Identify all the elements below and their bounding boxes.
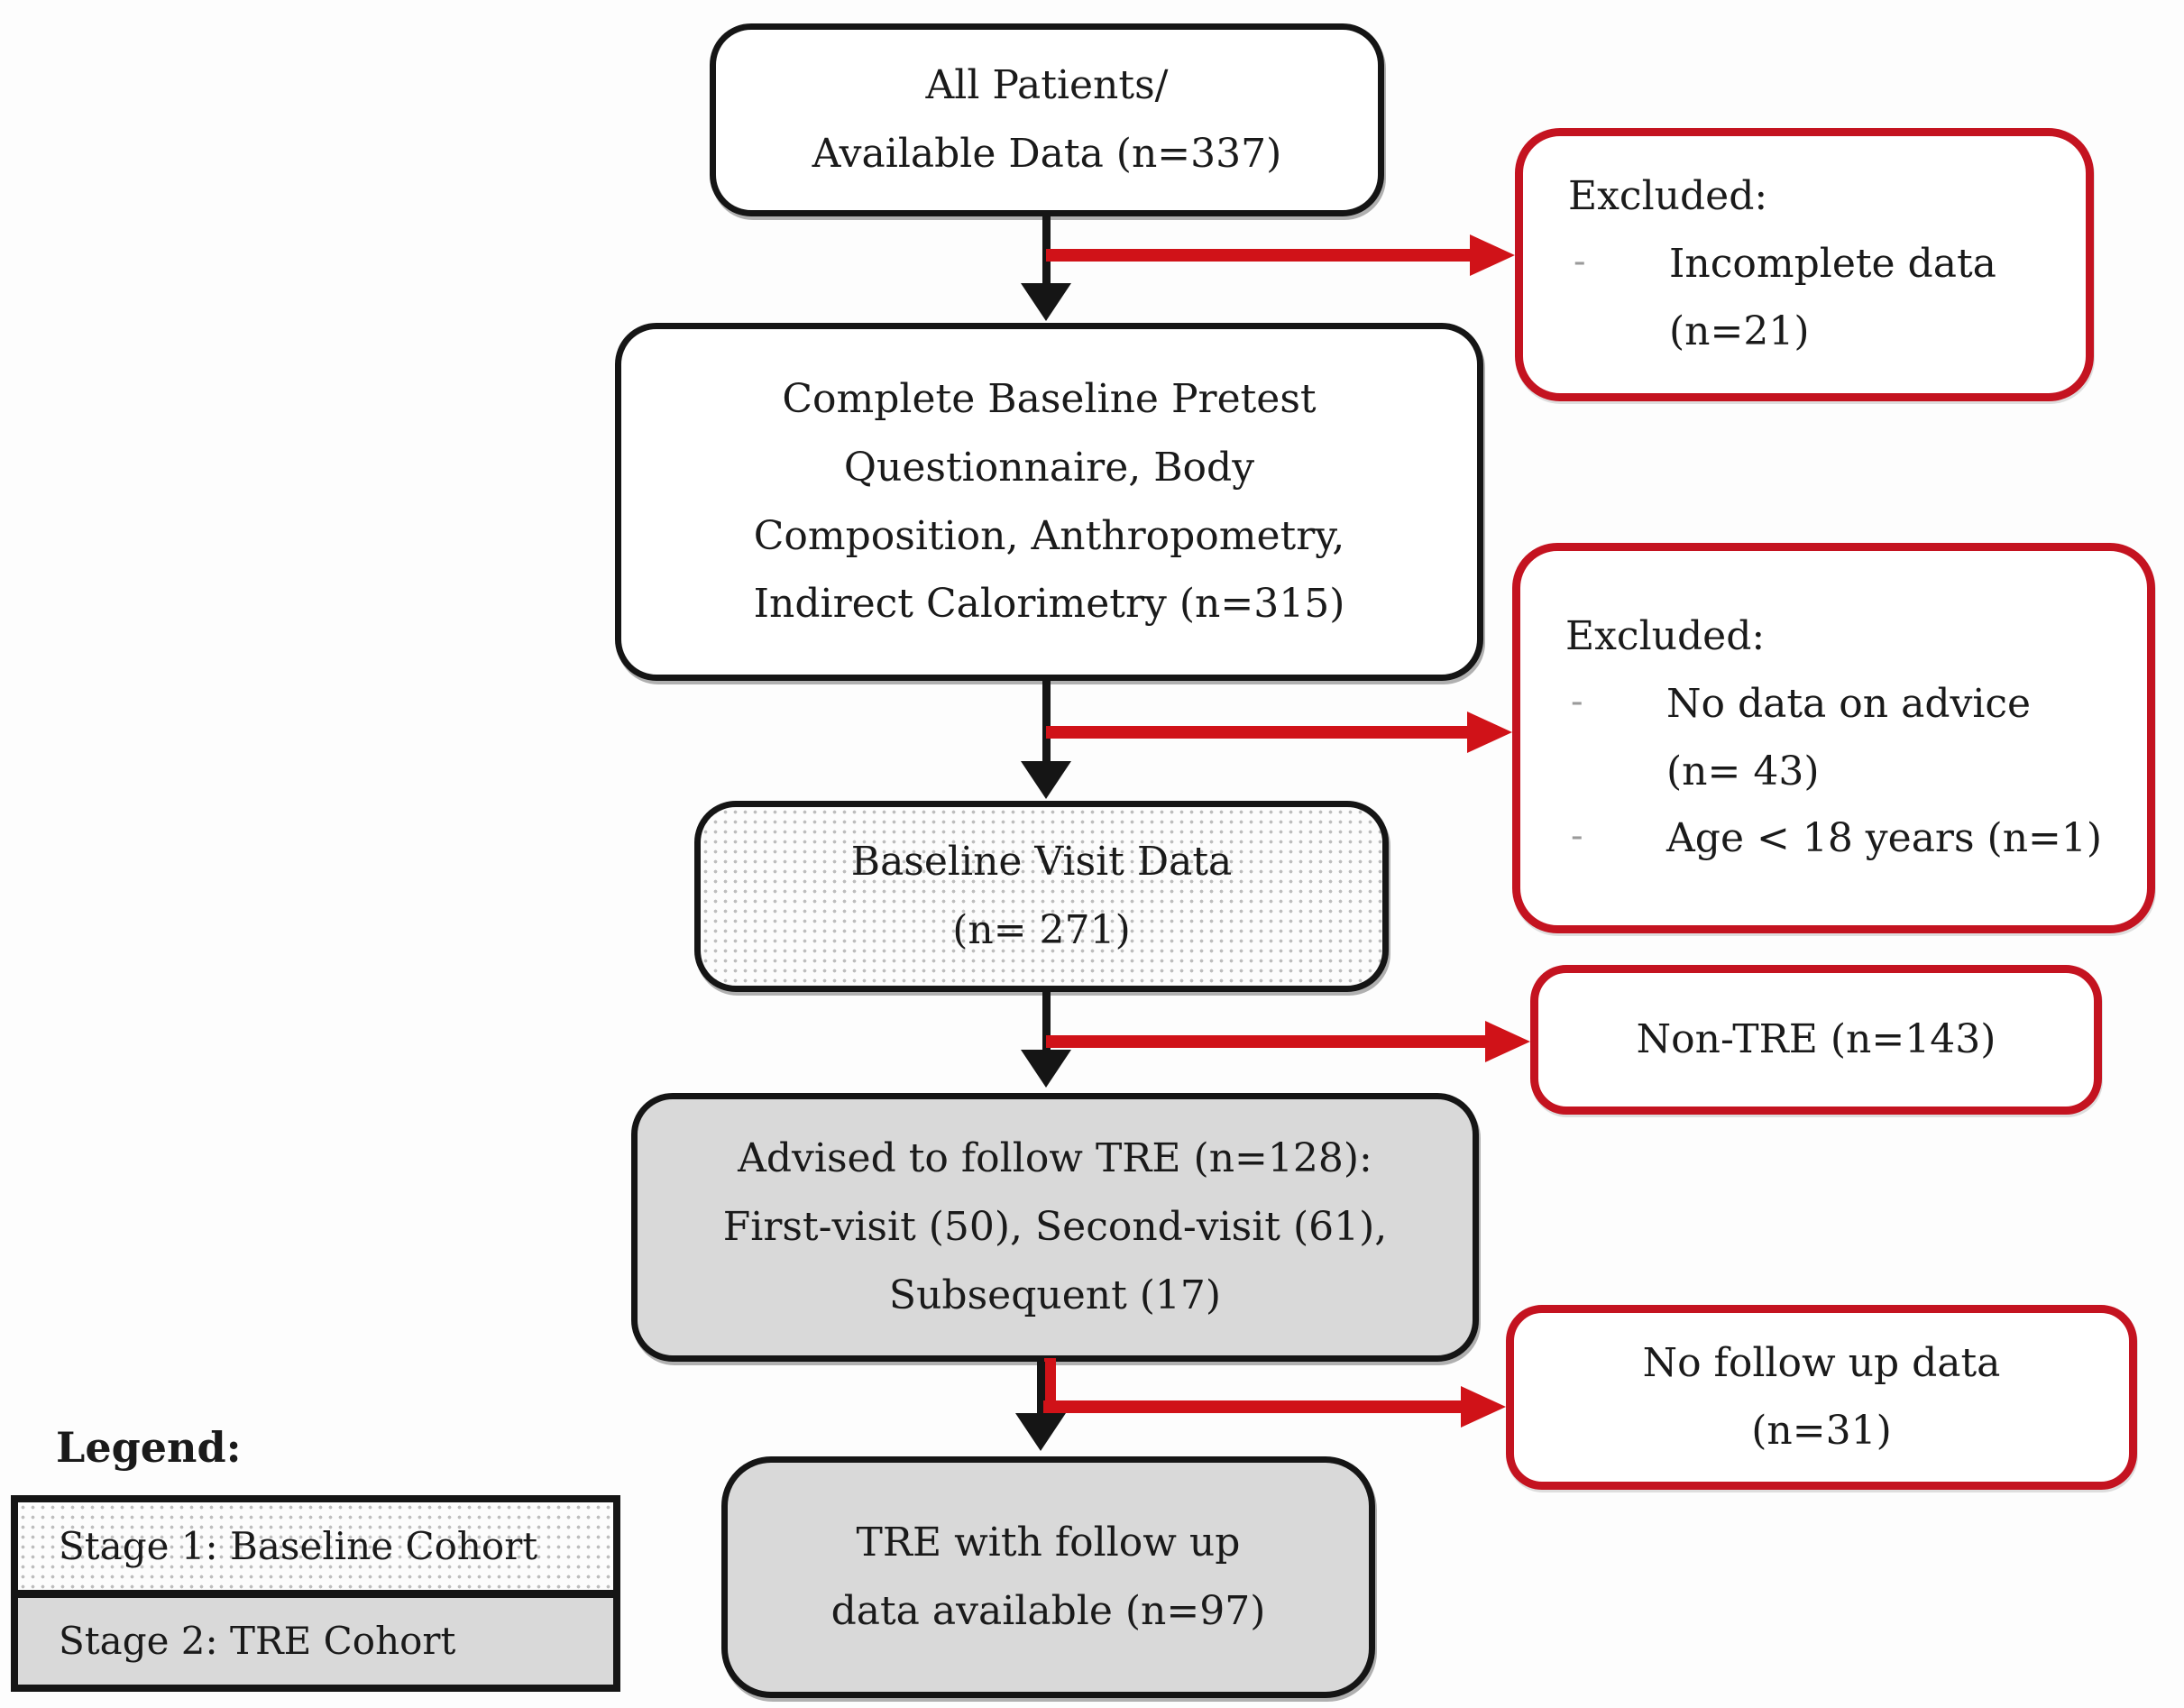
box-line: (n=31) <box>1751 1407 1892 1454</box>
dash-bullet-icon: - <box>1571 680 1583 722</box>
flow-arrow-down-4 <box>1037 1362 1045 1419</box>
box-line: TRE with follow up <box>856 1520 1241 1566</box>
dash-bullet-icon: - <box>1574 241 1586 283</box>
box-line: data available (n=97) <box>830 1588 1266 1634</box>
red-branch-stub-4 <box>1044 1358 1056 1410</box>
flow-arrow-down-2 <box>1042 681 1051 767</box>
box-line: Composition, Anthropometry, <box>753 512 1345 559</box>
flow-box-complete-baseline: Complete Baseline Pretest Questionnaire,… <box>615 323 1483 681</box>
legend: Stage 1: Baseline Cohort Stage 2: TRE Co… <box>11 1495 620 1692</box>
excluded-item: - No data on advice (n= 43) <box>1565 671 2031 806</box>
flow-arrow-down-3 <box>1042 992 1051 1053</box>
right-arrowhead-icon <box>1467 712 1512 753</box>
excluded-box-no-followup: No follow up data (n=31) <box>1506 1305 2137 1490</box>
excluded-item-line: (n=21) <box>1669 308 1810 354</box>
excluded-item: - Age < 18 years (n=1) <box>1565 805 2102 873</box>
excluded-item-line: Incomplete data <box>1669 241 1996 288</box>
excluded-title: Excluded: <box>1565 612 1766 659</box>
down-arrowhead-icon <box>1015 1413 1066 1451</box>
box-line: Complete Baseline Pretest <box>782 376 1317 423</box>
right-arrowhead-icon <box>1470 234 1515 276</box>
box-line: Questionnaire, Body <box>843 444 1255 491</box>
red-exclusion-arrow-1 <box>1046 249 1472 262</box>
excluded-item-line: Age < 18 years (n=1) <box>1666 815 2103 862</box>
red-exclusion-arrow-4 <box>1043 1400 1463 1413</box>
box-line: No follow up data <box>1642 1339 2001 1386</box>
right-arrowhead-icon <box>1485 1021 1530 1062</box>
box-line: First-visit (50), Second-visit (61), <box>722 1204 1388 1251</box>
legend-row-stage2: Stage 2: TRE Cohort <box>18 1597 613 1685</box>
legend-label: Stage 2: TRE Cohort <box>59 1619 456 1664</box>
right-arrowhead-icon <box>1461 1386 1506 1428</box>
legend-label: Stage 1: Baseline Cohort <box>59 1523 538 1568</box>
excluded-box-non-tre: Non-TRE (n=143) <box>1530 965 2102 1115</box>
excluded-box-incomplete-data: Excluded: - Incomplete data (n=21) <box>1515 128 2094 401</box>
box-line: All Patients/ <box>925 62 1169 109</box>
box-line: Advised to follow TRE (n=128): <box>738 1135 1372 1182</box>
red-exclusion-arrow-2 <box>1046 726 1469 739</box>
excluded-title: Excluded: <box>1568 173 1768 220</box>
down-arrowhead-icon <box>1021 283 1071 321</box>
excluded-box-advice-age: Excluded: - No data on advice (n= 43) - … <box>1512 543 2155 933</box>
box-line: Baseline Visit Data <box>850 839 1233 886</box>
excluded-item-line: No data on advice <box>1666 680 2032 727</box>
flow-box-tre-followup: TRE with follow up data available (n=97) <box>721 1456 1375 1698</box>
box-line: (n= 271) <box>952 907 1131 953</box>
excluded-item-line: (n= 43) <box>1666 748 1820 794</box>
box-line: Available Data (n=337) <box>812 131 1282 177</box>
down-arrowhead-icon <box>1021 761 1071 799</box>
legend-title: Legend: <box>56 1423 242 1472</box>
flow-box-baseline-visit: Baseline Visit Data (n= 271) <box>694 801 1389 992</box>
box-line: Indirect Calorimetry (n=315) <box>753 581 1345 628</box>
excluded-item: - Incomplete data (n=21) <box>1568 231 1996 366</box>
box-line: Subsequent (17) <box>888 1272 1222 1318</box>
flow-box-advised-tre: Advised to follow TRE (n=128): First-vis… <box>631 1093 1479 1362</box>
box-line: Non-TRE (n=143) <box>1636 1015 1996 1062</box>
down-arrowhead-icon <box>1021 1050 1071 1088</box>
flow-box-all-patients: All Patients/ Available Data (n=337) <box>710 23 1384 216</box>
red-exclusion-arrow-3 <box>1046 1035 1487 1048</box>
legend-row-stage1: Stage 1: Baseline Cohort <box>18 1502 613 1598</box>
dash-bullet-icon: - <box>1571 815 1583 858</box>
